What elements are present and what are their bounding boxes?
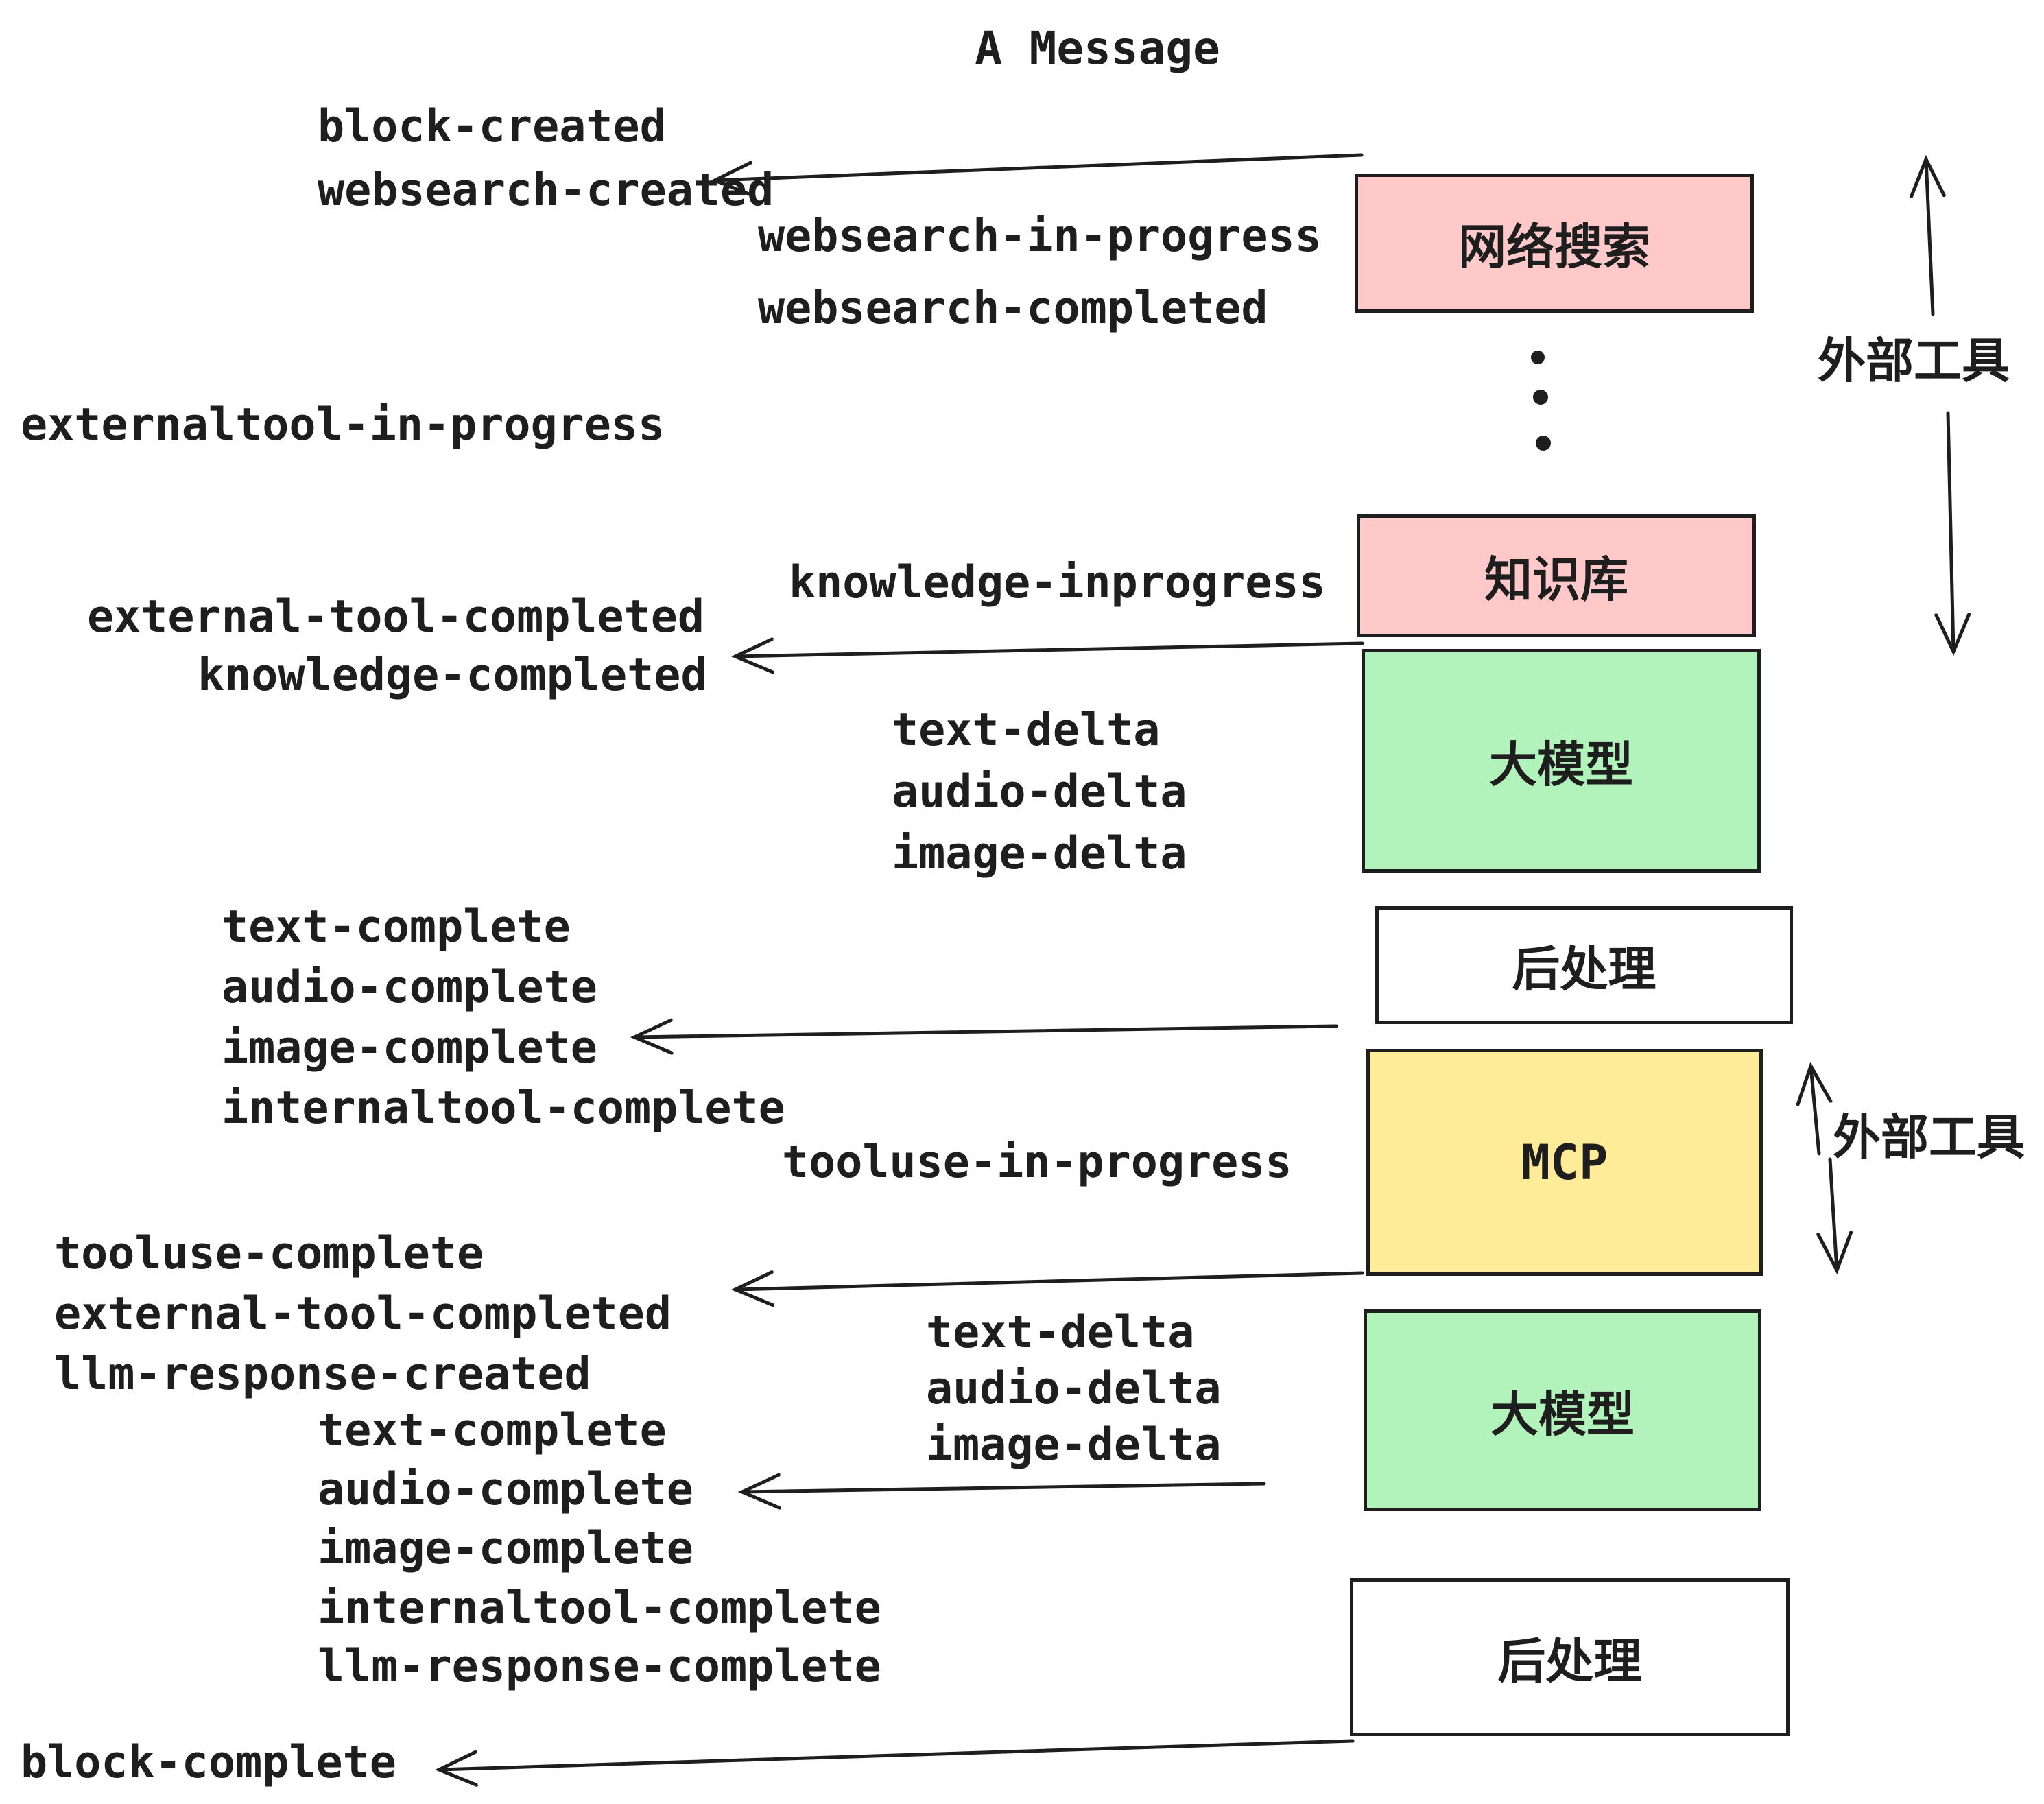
event-text-delta: text-delta [892, 704, 1161, 756]
event-internaltool-complete: internaltool-complete [222, 1082, 785, 1134]
vertical-ellipsis-dots [1531, 351, 1551, 451]
event-audio-delta-2: audio-delta [926, 1363, 1222, 1414]
box-knowledge-base: 知识库 [1357, 514, 1756, 637]
event-tooluse-complete: tooluse-complete [54, 1228, 484, 1279]
box-postprocess-1: 后处理 [1375, 906, 1793, 1024]
event-image-complete: image-complete [222, 1022, 597, 1073]
event-websearch-completed: websearch-completed [758, 283, 1268, 334]
event-knowledge-inprogress: knowledge-inprogress [789, 557, 1326, 608]
event-llm-response-complete: llm-response-complete [318, 1641, 881, 1692]
box-mcp: MCP [1366, 1049, 1763, 1276]
event-text-complete-2: text-complete [318, 1405, 667, 1456]
arrow-block-complete [439, 1739, 1355, 1770]
box-llm-1: 大模型 [1362, 649, 1761, 873]
box-llm-1-label: 大模型 [1489, 736, 1633, 793]
event-image-delta: image-delta [892, 828, 1187, 879]
external-tools-up-arrow [1926, 159, 1933, 316]
event-knowledge-completed: knowledge-completed [198, 650, 708, 701]
event-text-delta-2: text-delta [926, 1307, 1195, 1358]
event-tooluse-in-progress: tooluse-in-progress [782, 1137, 1292, 1188]
mcp-external-up-arrow [1811, 1066, 1819, 1156]
event-audio-complete: audio-complete [222, 962, 597, 1013]
event-image-delta-2: image-delta [926, 1419, 1222, 1471]
event-external-tool-completed: external-tool-completed [87, 591, 705, 643]
event-websearch-in-progress: websearch-in-progress [758, 211, 1322, 262]
box-postprocess-1-label: 后处理 [1512, 940, 1656, 997]
box-web-search: 网络搜索 [1355, 174, 1754, 313]
event-text-complete: text-complete [222, 901, 571, 953]
arrow-audio-complete [742, 1484, 1266, 1492]
event-block-complete: block-complete [21, 1737, 396, 1788]
box-llm-2-label: 大模型 [1490, 1386, 1635, 1443]
event-image-complete-2: image-complete [318, 1523, 693, 1574]
event-audio-complete-2: audio-complete [318, 1464, 693, 1515]
event-internaltool-complete-2: internaltool-complete [318, 1582, 881, 1634]
diagram-title: A Message [975, 22, 1220, 75]
external-tools-down-arrow [1948, 411, 1953, 652]
box-web-search-label: 网络搜索 [1458, 219, 1650, 275]
arrow-tooluse-complete [735, 1273, 1364, 1290]
box-knowledge-base-label: 知识库 [1484, 551, 1628, 608]
arrow-websearch-created [715, 153, 1364, 180]
event-audio-delta: audio-delta [892, 766, 1187, 818]
event-externaltool-in-progress: externaltool-in-progress [21, 399, 665, 451]
box-llm-2: 大模型 [1364, 1309, 1761, 1511]
arrow-knowledge-completed [735, 643, 1364, 656]
box-postprocess-2-label: 后处理 [1497, 1633, 1642, 1689]
side-label-external-tools-2: 外部工具 [1833, 1109, 2025, 1165]
event-external-tool-completed-2: external-tool-completed [54, 1288, 672, 1340]
event-llm-response-created: llm-response-created [54, 1349, 591, 1400]
box-postprocess-2: 后处理 [1350, 1578, 1790, 1736]
mcp-external-down-arrow [1830, 1157, 1837, 1270]
event-websearch-created: websearch-created [318, 165, 774, 216]
arrow-image-complete [634, 1026, 1338, 1037]
box-mcp-label: MCP [1521, 1134, 1608, 1191]
event-block-created: block-created [318, 101, 667, 152]
side-label-external-tools-1: 外部工具 [1818, 333, 2010, 389]
